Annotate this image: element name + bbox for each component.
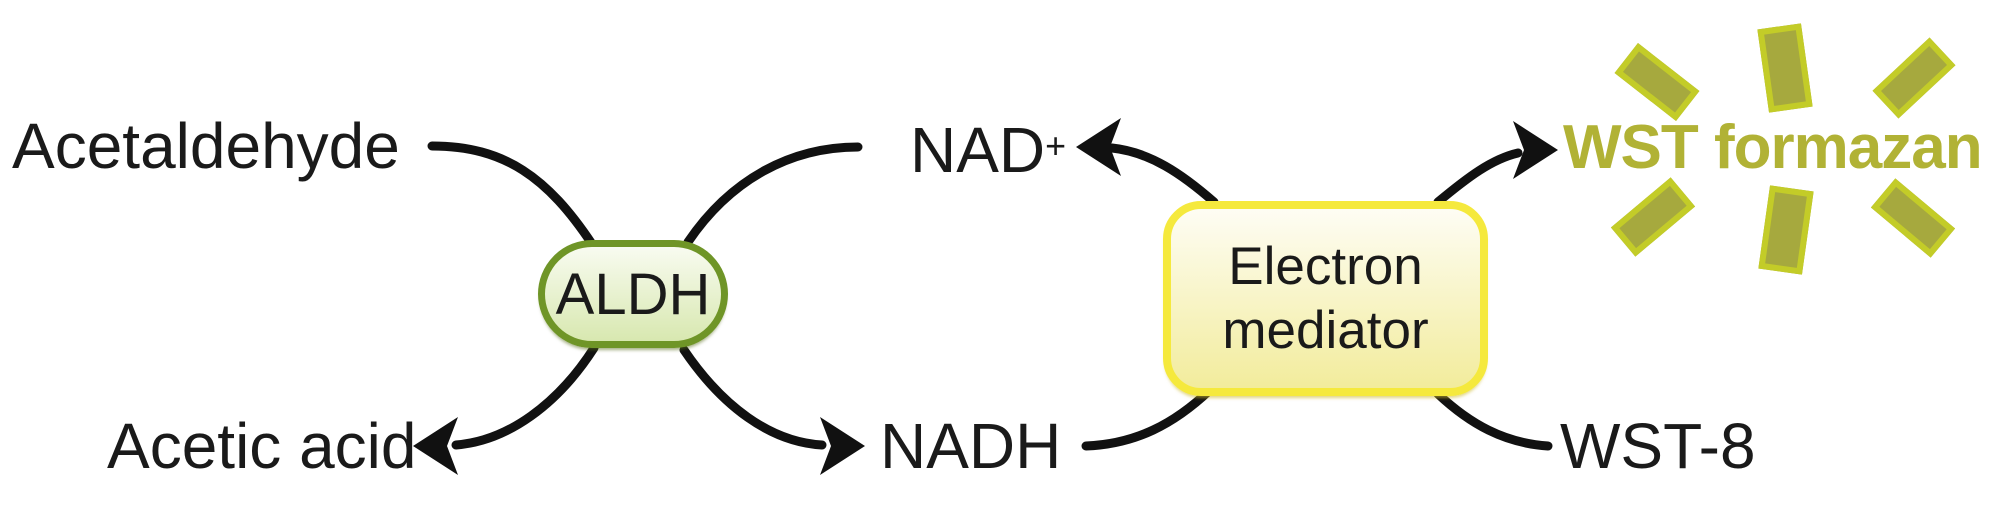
label-nad-base: NAD <box>910 114 1046 186</box>
aldh-enzyme-node: ALDH <box>538 240 728 348</box>
curve-nadh-to-mediator <box>1081 385 1215 451</box>
label-acetic-acid: Acetic acid <box>107 410 417 482</box>
curve-aldh-to-nadh <box>679 345 827 450</box>
curve-mediator-to-formazan <box>1433 148 1523 207</box>
curve-mediator-to-nad <box>1107 143 1219 207</box>
label-acetaldehyde: Acetaldehyde <box>12 110 400 182</box>
label-nad-plus: NAD+ <box>910 111 1067 185</box>
curve-nad-to-aldh <box>683 142 863 247</box>
curve-wst8-to-mediator <box>1433 389 1553 451</box>
curve-acetaldehyde-to-aldh <box>427 141 597 249</box>
curve-aldh-to-acetic-acid <box>451 343 599 450</box>
mediator-label-line2: mediator <box>1222 300 1429 360</box>
mediator-label-line1: Electron <box>1228 236 1423 296</box>
label-wst-formazan: WST formazan <box>1563 113 1983 182</box>
arrowhead-to-acetic-acid <box>413 417 458 475</box>
label-wst8: WST-8 <box>1560 410 1756 482</box>
label-nadh: NADH <box>880 410 1062 482</box>
label-nad-superscript: + <box>1045 126 1068 166</box>
arrowhead-to-nad <box>1076 118 1121 176</box>
arrowhead-to-wst-formazan <box>1513 121 1558 179</box>
arrowhead-to-nadh <box>820 417 865 475</box>
aldh-label: ALDH <box>555 261 711 327</box>
